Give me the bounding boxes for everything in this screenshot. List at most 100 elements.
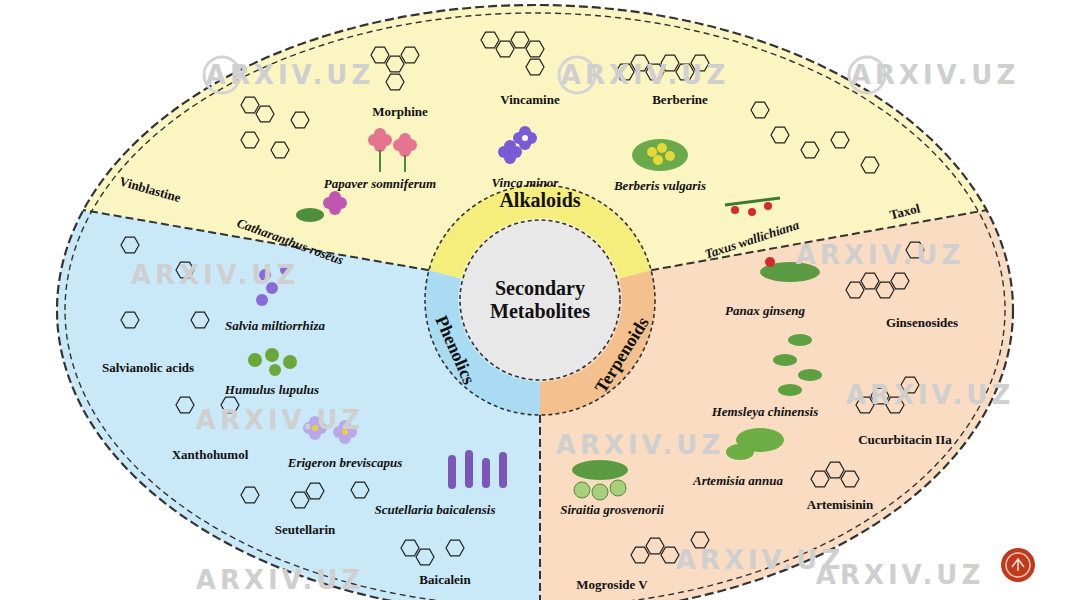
- drawing-part: [269, 364, 281, 376]
- drawing-part: [393, 133, 417, 157]
- drawing-part: [176, 397, 194, 413]
- plant-name: Panax ginseng: [725, 304, 805, 318]
- drawing-part: [265, 348, 279, 362]
- drawing-part: [610, 480, 626, 496]
- drawing-part: [522, 135, 528, 141]
- watermark: ARXIV.UZ: [206, 61, 374, 90]
- drawing-part: [726, 428, 784, 460]
- drawing-part: [647, 147, 657, 157]
- drawing-part: [574, 482, 590, 498]
- compound-name: Salvianolic acids: [102, 361, 194, 375]
- drawing-part: [448, 450, 507, 489]
- drawing-part: [379, 150, 381, 172]
- drawing-part: [482, 458, 490, 488]
- drawing-part: [751, 102, 769, 118]
- drawing-part: [291, 112, 309, 128]
- drawing-part: [1006, 553, 1030, 577]
- drawing-part: [725, 198, 780, 205]
- drawing-part: [771, 127, 789, 143]
- compound-name: Baicalein: [419, 573, 470, 587]
- drawing-part: [499, 452, 507, 488]
- drawing-part: [241, 97, 259, 113]
- drawing-part: [425, 185, 655, 415]
- nav-button: [1001, 548, 1035, 582]
- watermark: ARXIV.UZ: [561, 61, 729, 90]
- outer-dashed-ring: [57, 5, 1013, 600]
- drawing-part: [296, 208, 324, 222]
- drawing-part: [811, 471, 829, 487]
- drawing-part: [380, 150, 405, 172]
- drawing-part: [788, 334, 812, 346]
- drawing-part: [653, 155, 663, 165]
- drawing-part: [191, 312, 209, 328]
- outer-dashed-ring: [65, 13, 1005, 600]
- watermark-icons: [204, 57, 885, 93]
- drawing-part: [368, 128, 392, 152]
- drawing-part: [731, 206, 739, 214]
- drawing-part: [271, 142, 289, 158]
- drawing-part: [248, 348, 297, 376]
- drawing-part: [572, 460, 628, 480]
- watermark: ARXIV.UZ: [196, 566, 364, 595]
- drawing-part: [826, 462, 844, 478]
- watermark: ARXIV.UZ: [816, 561, 984, 590]
- drawing-part: [306, 483, 324, 499]
- drawing-part: [496, 41, 514, 57]
- drawing-part: [539, 415, 541, 600]
- drawing-part: [748, 208, 756, 216]
- drawing-part: [323, 191, 347, 215]
- drawing-part: [731, 202, 772, 216]
- drawing-part: [764, 202, 772, 210]
- drawing-part: [351, 482, 369, 498]
- drawing-part: [726, 444, 754, 460]
- drawing-part: [256, 294, 268, 306]
- drawing-part: [773, 354, 797, 366]
- plant-name: Artemisia annua: [693, 474, 783, 488]
- plant-name: Papaver somniferum: [324, 177, 436, 191]
- drawing-part: [778, 384, 802, 396]
- drawing-part: [241, 487, 259, 503]
- drawing-part: [248, 353, 262, 367]
- drawing-part: [401, 47, 419, 63]
- drawing-part: [416, 549, 434, 565]
- drawing-part: [801, 142, 819, 158]
- plant-name: Hemsleya chinensis: [712, 405, 819, 419]
- drawing-part: [861, 157, 879, 173]
- compound-name: Mogroside V: [576, 578, 647, 592]
- drawing-part: [446, 540, 464, 556]
- drawing-part: [241, 132, 259, 148]
- drawing-part: [725, 198, 780, 205]
- plant-name: Scutellaria baicalensis: [375, 503, 496, 517]
- drawing-part: [891, 273, 909, 289]
- plant-name: Vinca minor: [492, 176, 559, 190]
- drawing-part: [657, 143, 667, 153]
- plant-name: Salvia miltiorrhiza: [225, 319, 325, 333]
- compound-name: Morphine: [372, 105, 428, 119]
- drawing-part: [646, 538, 664, 554]
- drawing-part: [404, 155, 406, 172]
- compound-name: Cucurbitacin IIa: [858, 433, 952, 447]
- class-name: Alkaloids: [499, 189, 580, 212]
- compound-name: Seutellarin: [275, 523, 336, 537]
- drawing-part: [798, 369, 822, 381]
- compound-name: Artemisinin: [807, 498, 873, 512]
- ring-bands: [425, 185, 655, 415]
- watermark: ARXIV.UZ: [851, 61, 1019, 90]
- plant-name: Erigeron breviscapus: [288, 456, 402, 470]
- drawing-part: [448, 455, 456, 489]
- drawing-part: [121, 237, 139, 253]
- plant-name: Siraitia grosvenorii: [560, 503, 664, 517]
- plant-sketches: [248, 126, 822, 500]
- drawing-part: [401, 540, 419, 556]
- compound-name: Berberine: [652, 93, 708, 107]
- drawing-part: [323, 191, 347, 215]
- center-title: Secondary Metabolites: [475, 277, 605, 323]
- drawing-part: [773, 334, 822, 396]
- drawing-part: [1001, 548, 1035, 582]
- watermark: ARXIV.UZ: [556, 431, 724, 460]
- compound-name: Xanthohumol: [172, 448, 249, 462]
- drawing-part: [465, 450, 473, 488]
- drawing-part: [876, 282, 894, 298]
